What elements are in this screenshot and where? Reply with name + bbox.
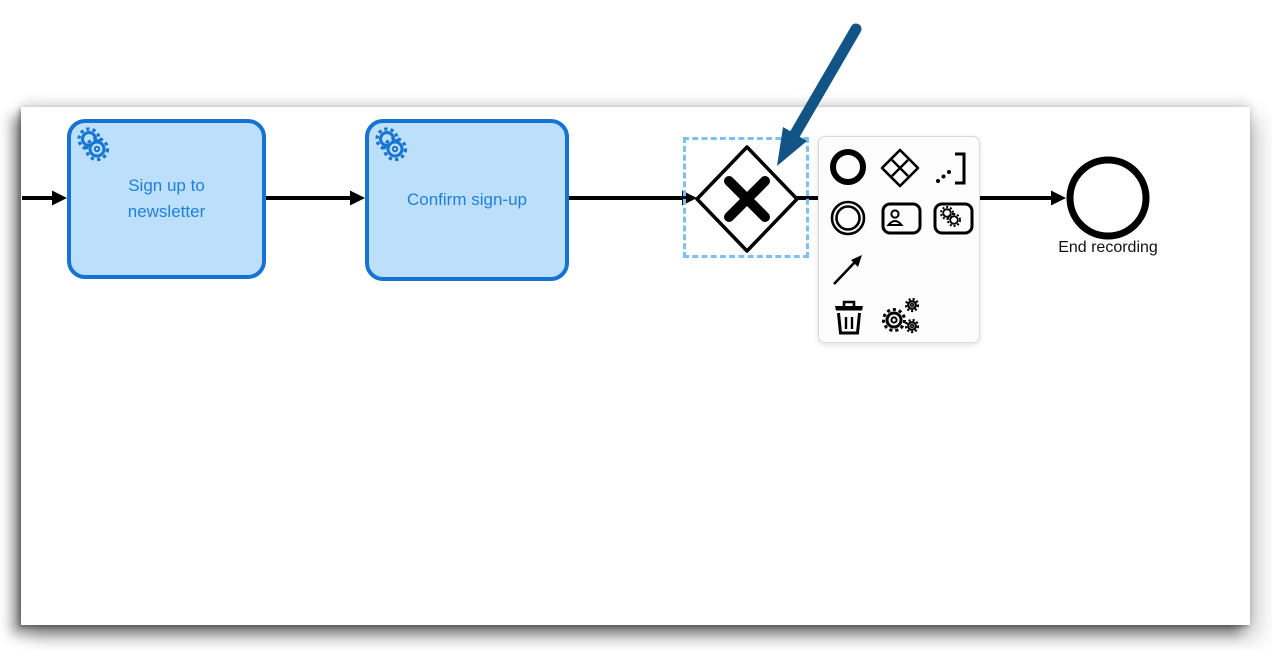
intermediate-event-icon	[830, 200, 866, 236]
delete-button[interactable]	[827, 294, 873, 340]
sequence-flow-start[interactable]	[22, 190, 67, 206]
selection-outline	[683, 137, 809, 258]
arrowhead	[1051, 190, 1066, 206]
append-text-annotation-button[interactable]	[931, 146, 977, 192]
arrowhead	[52, 190, 67, 206]
append-user-task-button[interactable]	[879, 196, 925, 242]
arrowhead	[350, 190, 365, 206]
append-service-task-button[interactable]	[931, 196, 977, 242]
service-task-gears-icon	[77, 127, 110, 162]
append-intermediate-event-button[interactable]	[827, 196, 873, 242]
exclusive-gateway[interactable]	[695, 145, 799, 253]
text-annotation-icon	[936, 152, 966, 185]
change-element-gears-icon	[882, 297, 920, 334]
task-label: Sign up to newsletter	[127, 176, 206, 221]
append-gateway-button[interactable]	[879, 146, 925, 192]
sequence-flow-1[interactable]	[266, 190, 365, 206]
append-end-event-button[interactable]	[827, 146, 873, 192]
context-pad	[818, 136, 980, 343]
task-sign-up-newsletter[interactable]: Sign up to newsletter	[67, 119, 266, 279]
end-event-icon	[830, 149, 866, 185]
connect-arrow-icon	[833, 255, 862, 285]
gateway-icon	[880, 148, 920, 188]
change-element-button[interactable]	[879, 294, 925, 340]
xor-marker-icon	[724, 176, 770, 222]
task-label: Confirm sign-up	[407, 190, 527, 209]
end-event-label: End recording	[1058, 239, 1158, 256]
service-task-gears-icon	[375, 127, 408, 162]
service-task-icon	[933, 202, 974, 235]
trash-icon	[835, 300, 863, 335]
end-event[interactable]	[1066, 156, 1150, 240]
sequence-flow-2[interactable]	[569, 190, 697, 206]
task-confirm-sign-up[interactable]: Confirm sign-up	[365, 119, 569, 281]
user-task-icon	[881, 202, 922, 235]
connect-tool-button[interactable]	[827, 246, 873, 292]
